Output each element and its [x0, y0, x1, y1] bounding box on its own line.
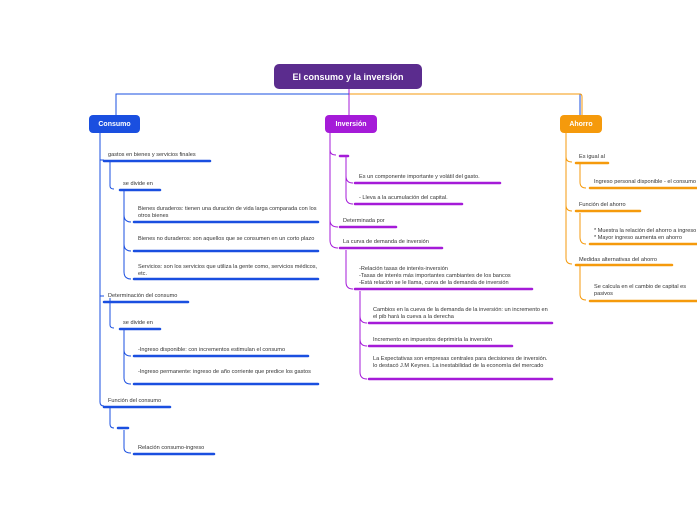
consumo-relacion[interactable]: Relación consumo-ingreso [138, 445, 205, 451]
consumo-funcion[interactable]: Función del consumo [108, 398, 162, 404]
consumo-gastos[interactable]: gastos en bienes y servicios finales [108, 152, 196, 158]
ahorro-underlines [574, 161, 697, 303]
ahorro-funcion[interactable]: Función del ahorro [579, 202, 626, 208]
ahorro-connectors [565, 133, 587, 301]
connector-root-consumo [115, 89, 581, 115]
consumo-ingreso-permanente[interactable]: -Ingreso permanente: ingreso de año corr… [138, 369, 311, 375]
consumo-servicios[interactable]: Servicios: son los servicios que utiliza… [138, 264, 318, 277]
inversion-determinada[interactable]: Determinada por [343, 218, 385, 224]
ahorro-es-igual[interactable]: Es igual al [579, 154, 605, 160]
inversion-expectativas[interactable]: La Expectativas son empresas centrales p… [373, 356, 548, 369]
inversion-connectors [329, 133, 368, 380]
ahorro-ingreso-personal[interactable]: Ingreso personal disponible - el consumo [594, 179, 696, 185]
ahorro-topic[interactable]: Ahorro [560, 115, 602, 133]
consumo-se-divide-en-1[interactable]: se divide en [123, 181, 153, 187]
ahorro-calcula[interactable]: Se calcula en el cambio de capital es pa… [594, 284, 687, 297]
inversion-underlines [338, 154, 554, 381]
inversion-componente[interactable]: Es un componente importante y volátil de… [359, 174, 480, 180]
inversion-topic[interactable]: Inversión [325, 115, 377, 133]
inversion-impuestos[interactable]: Incremento en impuestos deprimiría la in… [373, 337, 493, 343]
ahorro-muestra[interactable]: * Muestra la relación del ahorro a ingre… [594, 228, 697, 241]
inversion-relacion-tasas[interactable]: -Relación tasas de interés-inversión -Ta… [359, 266, 511, 286]
root-topic[interactable]: El consumo y la inversión [274, 64, 422, 89]
inversion-cambios[interactable]: Cambios en la cueva de la demanda de la … [373, 307, 548, 320]
consumo-determinacion[interactable]: Determinación del consumo [108, 293, 178, 299]
ahorro-medidas[interactable]: Medidas alternativas del ahorro [579, 257, 658, 263]
inversion-curva[interactable]: La curva de demanda de inversión [343, 239, 429, 245]
consumo-topic[interactable]: Consumo [89, 115, 140, 133]
consumo-underlines [102, 159, 320, 456]
consumo-bienes-duraderos[interactable]: Bienes duraderos: tienen una duración de… [138, 206, 317, 219]
consumo-ingreso-disponible[interactable]: -Ingreso disponible: con incrementos est… [138, 347, 286, 353]
consumo-connectors [99, 133, 132, 454]
consumo-bienes-no-duraderos[interactable]: Bienes no duraderos: son aquellos que se… [138, 236, 315, 242]
connector-root-ahorro [348, 89, 583, 115]
consumo-se-divide-en-2[interactable]: se divide en [123, 320, 153, 326]
inversion-acumulacion[interactable]: - Lleva a la acumulación del capital. [359, 195, 448, 201]
